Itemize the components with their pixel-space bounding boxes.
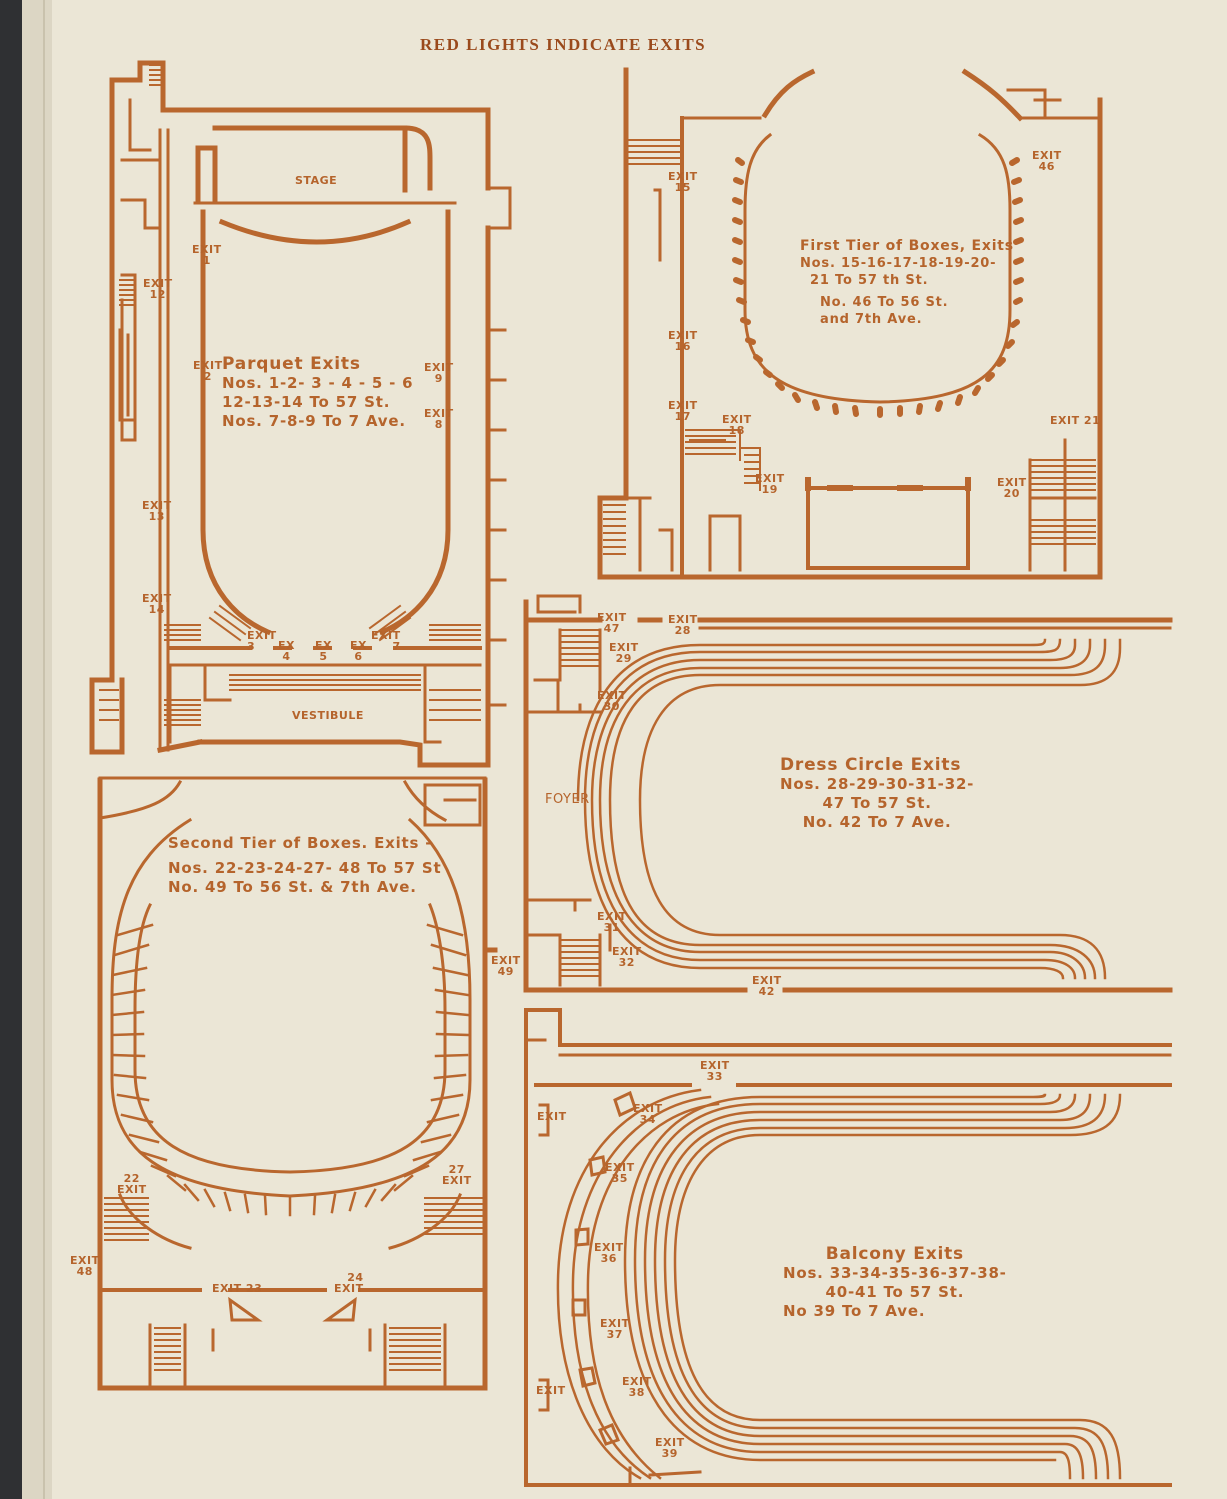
balcony-line1: Nos. 33-34-35-36-37-38- xyxy=(783,1264,1007,1282)
stage-label: STAGE xyxy=(295,174,338,187)
second-tier-exits-text: Second Tier of Boxes. Exits - Nos. 22-23… xyxy=(168,834,441,897)
page-header: RED LIGHTS INDICATE EXITS xyxy=(420,35,707,54)
balcony-exit-upper-label: EXIT xyxy=(537,1110,567,1123)
vestibule-label: VESTIBULE xyxy=(292,709,364,722)
foyer-label: FOYER xyxy=(545,792,590,807)
second-tier-line2: No. 49 To 56 St. & 7th Ave. xyxy=(168,878,417,896)
dress-circle-line3: No. 42 To 7 Ave. xyxy=(802,813,952,831)
dress-circle-line2: 47 To 57 St. xyxy=(822,794,932,812)
first-tier-exits-text: First Tier of Boxes, Exits Nos. 15-16-17… xyxy=(800,238,1014,328)
parquet-line1: Nos. 1-2- 3 - 4 - 5 - 6 xyxy=(222,374,414,392)
second-tier-title: Second Tier of Boxes. Exits - xyxy=(168,834,433,852)
parquet-exits-text: Parquet Exits Nos. 1-2- 3 - 4 - 5 - 6 12… xyxy=(222,355,413,431)
parquet-title: Parquet Exits xyxy=(222,354,361,374)
parquet-floor-plan xyxy=(89,60,512,768)
balcony-line2: 40-41 To 57 St. xyxy=(825,1283,965,1301)
balcony-line3: No 39 To 7 Ave. xyxy=(783,1302,926,1320)
first-tier-title: First Tier of Boxes, Exits xyxy=(800,238,1014,254)
first-tier-line2: 21 To 57 th St. xyxy=(810,273,929,288)
balcony-floor-plan xyxy=(524,1008,1172,1487)
second-tier-line1: Nos. 22-23-24-27- 48 To 57 St xyxy=(168,859,442,877)
balcony-exits-text: Balcony Exits Nos. 33-34-35-36-37-38- 40… xyxy=(783,1245,1007,1321)
exit-21-label: EXIT 21 xyxy=(1050,414,1101,427)
dress-circle-floor-plan xyxy=(523,594,1173,993)
dress-circle-line1: Nos. 28-29-30-31-32- xyxy=(780,775,975,793)
first-tier-line4: and 7th Ave. xyxy=(820,312,923,327)
second-tier-floor-plan xyxy=(97,776,498,1391)
balcony-title: Balcony Exits xyxy=(825,1244,964,1264)
first-tier-line3: No. 46 To 56 St. xyxy=(820,295,949,310)
first-tier-floor-plan xyxy=(597,67,1103,580)
balcony-exit-lower-label: EXIT xyxy=(536,1384,566,1397)
parquet-line2: 12-13-14 To 57 St. xyxy=(222,393,391,411)
dress-circle-exits-text: Dress Circle Exits Nos. 28-29-30-31-32- … xyxy=(780,756,974,832)
exit-23-label: EXIT 23 xyxy=(212,1282,263,1295)
first-tier-line1: Nos. 15-16-17-18-19-20- xyxy=(800,256,997,271)
parquet-line3: Nos. 7-8-9 To 7 Ave. xyxy=(222,412,406,430)
dress-circle-title: Dress Circle Exits xyxy=(780,755,962,775)
